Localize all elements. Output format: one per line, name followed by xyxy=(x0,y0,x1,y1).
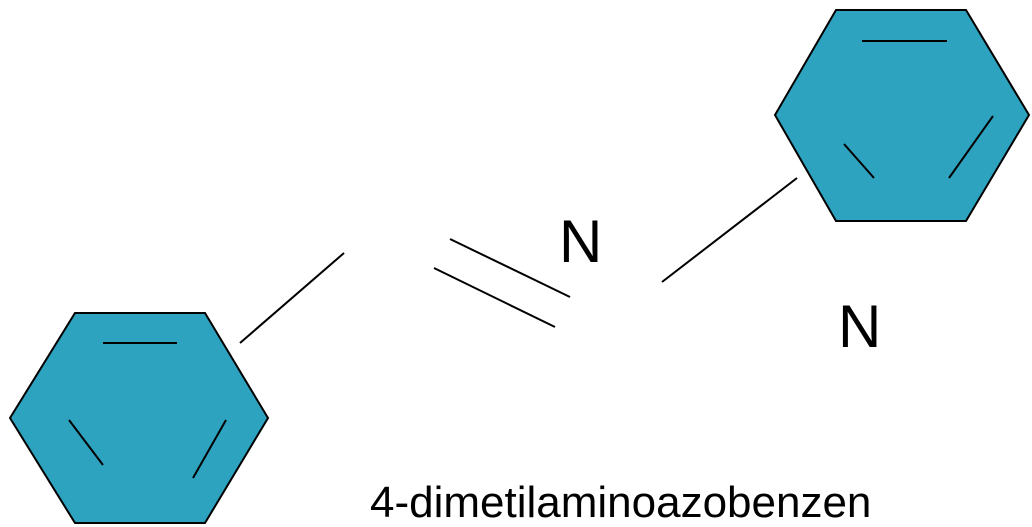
left-ring-double-bond-left xyxy=(68,419,104,466)
n-n-double-bond-upper xyxy=(449,238,571,298)
n-to-right-ring-bond xyxy=(661,177,798,283)
left-ring-to-n-bond xyxy=(239,252,345,344)
right-ring-double-bond-left xyxy=(843,143,875,179)
right-ring-double-bond-right xyxy=(948,115,994,179)
molecule-name-caption: 4-dimetilaminoazobenzen xyxy=(370,478,871,527)
n-n-double-bond-lower xyxy=(433,267,556,328)
right-benzene-ring xyxy=(773,9,1031,222)
left-ring-hexagon xyxy=(8,312,270,524)
left-benzene-ring xyxy=(8,312,270,524)
nitrogen-atom-label-1: N xyxy=(559,208,602,275)
left-ring-double-bond-right xyxy=(192,419,227,479)
nitrogen-atom-label-2: N xyxy=(838,293,881,360)
right-ring-hexagon xyxy=(773,9,1031,222)
